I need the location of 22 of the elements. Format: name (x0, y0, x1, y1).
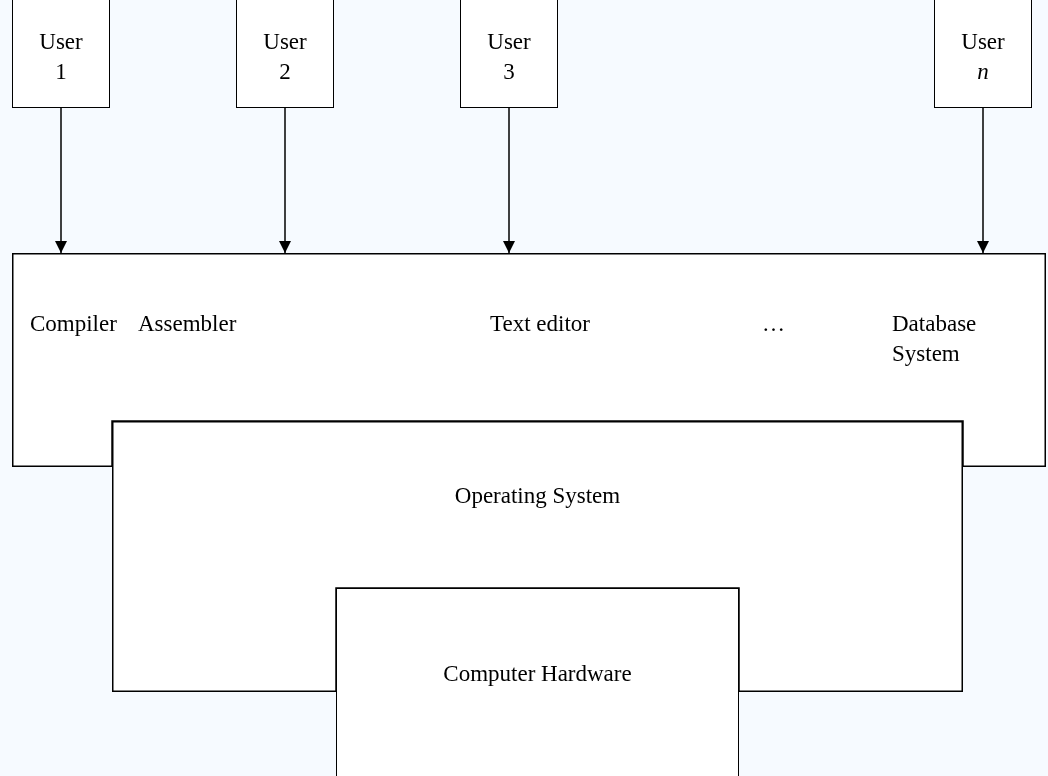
box-label: User n (960, 28, 1006, 86)
user-box (934, 0, 1032, 108)
hardware-box (336, 588, 739, 776)
user-box (12, 0, 110, 108)
arrow (977, 107, 989, 254)
box-label: Text editor (490, 310, 590, 338)
box-label: Assembler (138, 310, 237, 338)
box-label: User 1 (38, 28, 84, 86)
box-label: Operating System (453, 482, 622, 510)
box-label: Computer Hardware (442, 660, 633, 688)
application-layer-box (12, 253, 1046, 467)
box-label: Compiler (30, 310, 117, 338)
arrow (279, 107, 291, 254)
arrow (503, 107, 515, 254)
box-label: User 2 (262, 28, 308, 86)
user-box (460, 0, 558, 108)
box-label: Database System (892, 310, 978, 368)
user-box (236, 0, 334, 108)
operating-system-box (112, 421, 963, 692)
box-label: User 3 (486, 28, 532, 86)
arrow (55, 107, 67, 254)
box-label: … (762, 310, 786, 338)
